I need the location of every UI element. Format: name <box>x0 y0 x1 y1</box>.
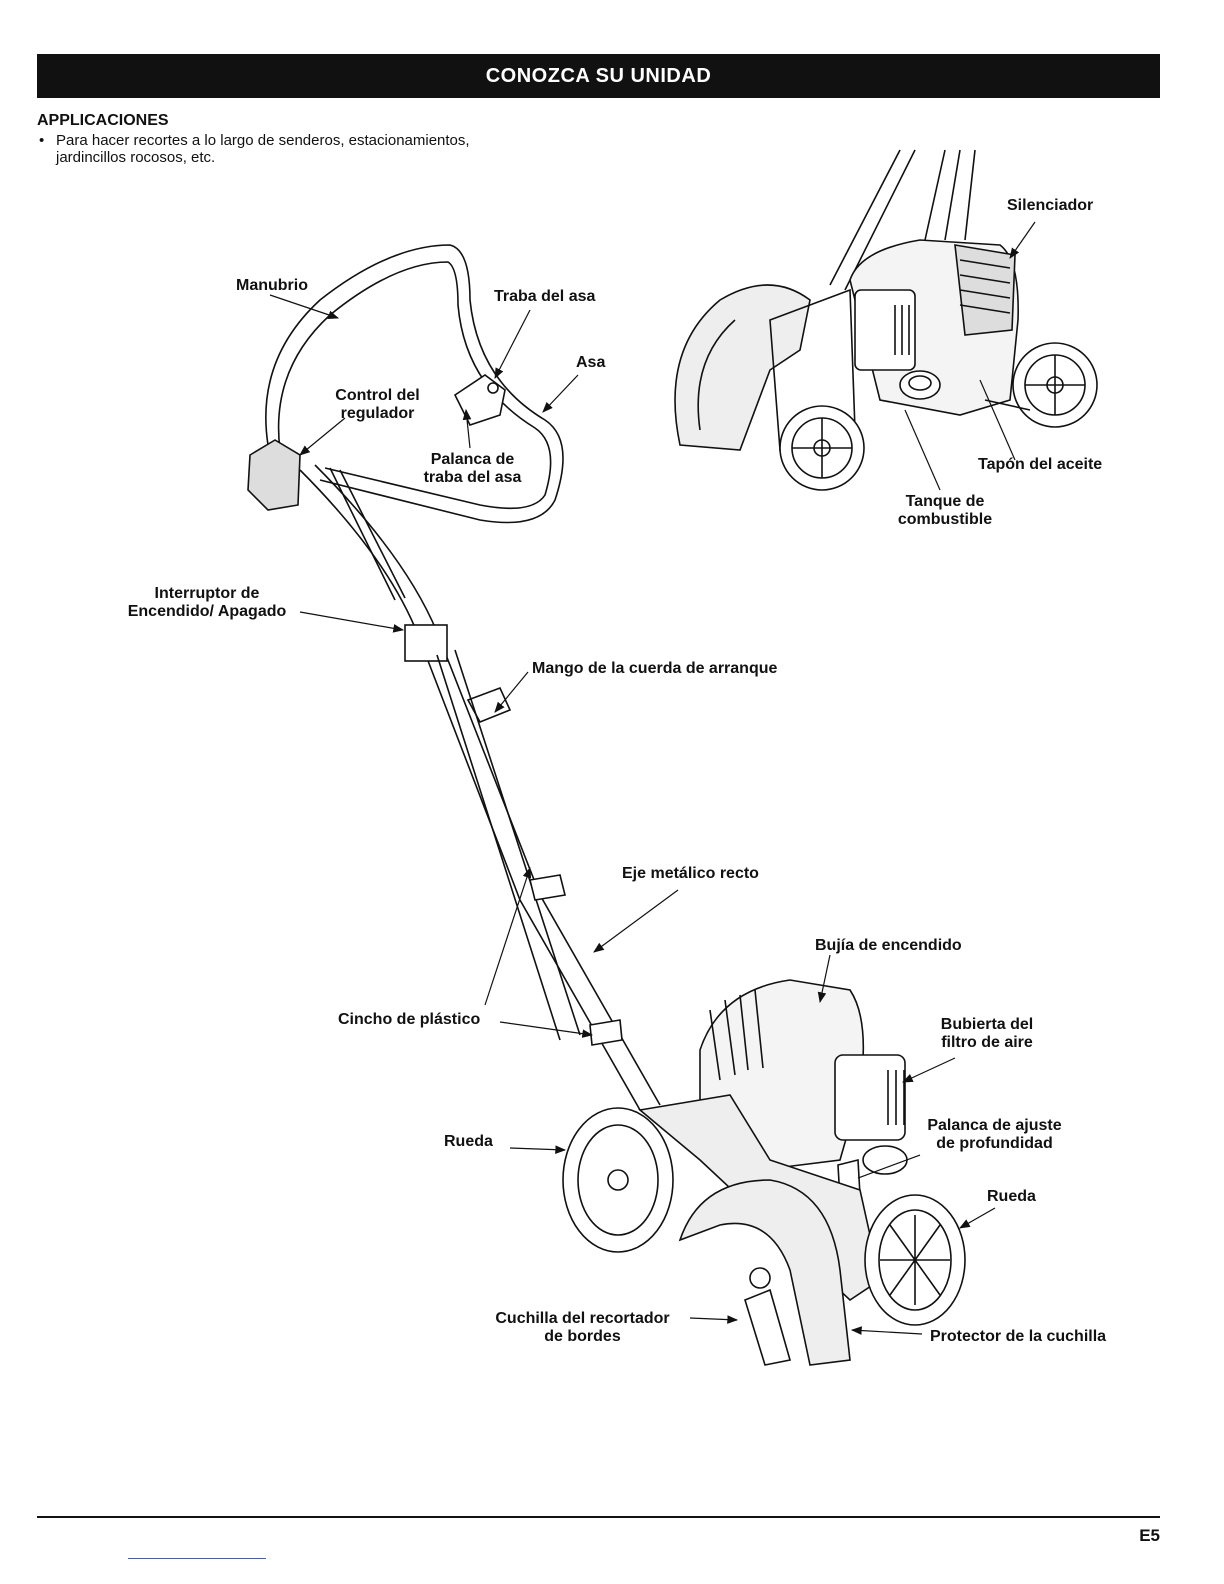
label-cuchilla: Cuchilla del recortador de bordes <box>480 1310 685 1346</box>
label-protector: Protector de la cuchilla <box>930 1328 1107 1345</box>
engine-inset-drawing <box>674 149 1098 491</box>
label-silenciador: Silenciador <box>1007 197 1094 214</box>
label-mango-de-arranque: Mango de la cuerda de arranque <box>532 660 778 677</box>
leader-lines <box>269 221 1036 1335</box>
label-control-del-regulador: Control del regulador <box>320 387 435 423</box>
footer-link-line <box>128 1558 266 1559</box>
label-palanca-ajuste-line-2: de profundidad <box>936 1135 1053 1152</box>
label-tanque-de-combustible: Tanque de combustible <box>880 493 1010 529</box>
label-asa: Asa <box>576 354 606 371</box>
label-rueda-right: Rueda <box>987 1188 1036 1205</box>
bullet-dot: • <box>39 132 45 149</box>
label-palanca-line-1: Palanca de <box>430 451 515 468</box>
bullet-list-item: • Para hacer recortes a lo largo de send… <box>37 132 597 166</box>
label-tanque-line-1: Tanque de <box>905 493 985 510</box>
label-tanque-line-2: combustible <box>897 511 993 528</box>
label-bubierta-line-1: Bubierta del <box>940 1016 1034 1033</box>
label-bubierta-line-2: filtro de aire <box>941 1034 1033 1051</box>
bullet-text-line-2: jardincillos rocosos, etc. <box>56 149 216 166</box>
label-palanca-de-traba: Palanca de traba del asa <box>410 451 535 487</box>
header-bar: CONOZCA SU UNIDAD <box>37 54 1160 98</box>
section-title: APPLICACIONES <box>37 112 169 129</box>
edger-main-drawing <box>247 244 966 1366</box>
label-control-line-2: regulador <box>340 405 415 422</box>
page-number: E5 <box>1139 1526 1160 1545</box>
label-interruptor-line-1: Interruptor de <box>154 585 260 602</box>
label-bubierta-filtro: Bubierta del filtro de aire <box>922 1016 1052 1052</box>
label-bujia: Bujía de encendido <box>815 937 962 954</box>
label-interruptor: Interruptor de Encendido/ Apagado <box>112 585 302 621</box>
label-eje-metalico: Eje metálico recto <box>622 865 759 882</box>
label-palanca-ajuste-line-1: Palanca de ajuste <box>927 1117 1062 1134</box>
bullet-text-line-1: Para hacer recortes a lo largo de sender… <box>56 132 470 149</box>
label-control-line-1: Control del <box>335 387 420 404</box>
label-cincho: Cincho de plástico <box>338 1011 481 1028</box>
label-traba-del-asa: Traba del asa <box>494 288 596 305</box>
label-cuchilla-line-1: Cuchilla del recortador <box>495 1310 670 1327</box>
label-rueda-left: Rueda <box>444 1133 493 1150</box>
label-tapon-del-aceite: Tapón del aceite <box>978 456 1103 473</box>
footer-rule <box>37 1516 1160 1518</box>
label-cuchilla-line-2: de bordes <box>544 1328 621 1345</box>
label-interruptor-line-2: Encendido/ Apagado <box>127 603 287 620</box>
label-palanca-de-ajuste: Palanca de ajuste de profundidad <box>912 1117 1077 1153</box>
label-palanca-line-2: traba del asa <box>423 469 522 486</box>
header-title: CONOZCA SU UNIDAD <box>485 64 712 87</box>
label-manubrio: Manubrio <box>236 277 308 294</box>
